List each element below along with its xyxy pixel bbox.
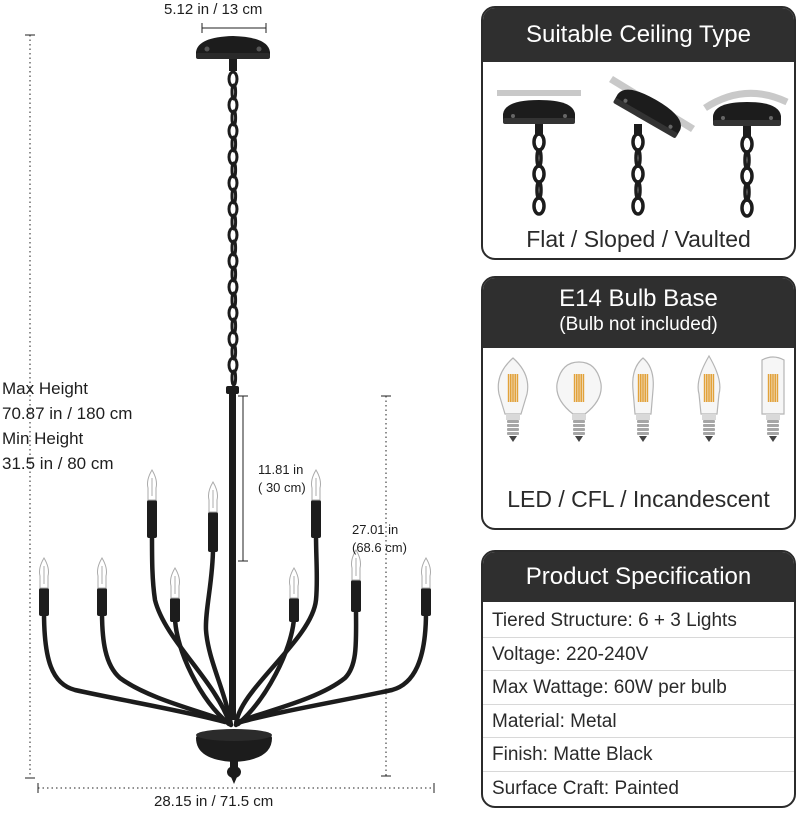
spec-row-structure: Tiered Structure: 6 + 3 Lights <box>483 604 794 638</box>
chain-link <box>230 369 238 387</box>
min-height-value: 31.5 in / 80 cm <box>2 454 114 473</box>
ceiling-type-illustrations <box>497 76 789 218</box>
ceiling-types-caption: Flat / Sloped / Vaulted <box>526 226 751 252</box>
chain-link <box>532 164 546 184</box>
chain-link <box>631 132 645 152</box>
spec-row-surface-craft: Surface Craft: Painted <box>492 777 679 799</box>
flat-ceiling-icon <box>497 90 581 216</box>
min-height-label: Min Height <box>2 429 84 448</box>
tier-height-metric: (68.6 cm) <box>352 540 407 555</box>
candle-sleeve <box>170 598 180 622</box>
candle-sleeve <box>289 598 299 622</box>
spec-row-finish: Finish: Matte Black <box>483 738 794 772</box>
bulb-candle-icon <box>632 357 654 442</box>
chain-link <box>634 148 642 168</box>
bulb-globe-icon <box>556 361 602 442</box>
candle-sleeve <box>421 588 431 616</box>
bulb-panel-title: E14 Bulb Base <box>559 285 718 312</box>
tier-height-imperial: 27.01 in <box>352 522 399 537</box>
bulb-type-illustrations <box>497 354 785 442</box>
ceiling-canopy <box>196 36 270 71</box>
bulb-flame-icon <box>697 354 721 442</box>
spec-list: Tiered Structure: 6 + 3 Lights Voltage: … <box>483 604 794 805</box>
candle-sleeve <box>97 588 107 616</box>
chain-link <box>743 150 751 170</box>
top-width-label: 5.12 in / 13 cm <box>164 1 263 18</box>
chandelier-illustration <box>25 23 435 793</box>
tier-height-label: 27.01 in (68.6 cm) <box>352 521 407 557</box>
dimension-lines <box>25 23 435 793</box>
sloped-ceiling-icon <box>609 76 695 216</box>
candle-sleeve <box>311 500 321 538</box>
chain-link <box>740 166 754 186</box>
max-height-value: 70.87 in / 180 cm <box>2 404 133 423</box>
chain-link <box>631 196 645 216</box>
arm-length-metric: ( 30 cm) <box>258 480 306 495</box>
chain-link <box>535 148 543 168</box>
chain-link <box>532 196 546 216</box>
bulb-cand-wide-icon <box>497 357 529 442</box>
spec-panel-title: Product Specification <box>483 552 794 602</box>
candle-sleeve <box>351 580 361 612</box>
arm-length-imperial: 11.81 in <box>258 462 304 477</box>
chain-link <box>631 164 645 184</box>
bottom-bowl <box>196 729 272 784</box>
chain-link <box>532 132 546 152</box>
bottom-width-label: 28.15 in / 71.5 cm <box>154 793 274 810</box>
ceiling-type-panel: Suitable Ceiling Type <box>481 6 796 260</box>
ceiling-panel-title: Suitable Ceiling Type <box>483 8 794 62</box>
chain-link <box>535 180 543 200</box>
chain-link <box>634 180 642 200</box>
bulb-panel-subtitle: (Bulb not included) <box>559 314 718 335</box>
spec-row-material: Material: Metal <box>483 705 794 738</box>
bulb-types-caption: LED / CFL / Incandescent <box>507 486 770 512</box>
chain-link <box>740 134 754 154</box>
candle-sleeve <box>208 512 218 552</box>
down-rod <box>229 390 236 720</box>
height-labels: Max Height 70.87 in / 180 cm Min Height … <box>2 376 132 476</box>
spec-row-wattage: Max Wattage: 60W per bulb <box>483 671 794 705</box>
candle-sockets <box>39 469 431 622</box>
chain-link <box>743 182 751 202</box>
candle-sleeve <box>147 500 157 538</box>
max-height-label: Max Height <box>2 379 88 398</box>
bulb-panel-header: E14 Bulb Base (Bulb not included) <box>483 278 794 348</box>
arm-length-label: 11.81 in ( 30 cm) <box>258 461 306 497</box>
bulb-base-panel: E14 Bulb Base (Bulb not included) LED / … <box>481 276 796 530</box>
vaulted-ceiling-icon <box>703 89 789 218</box>
bulb-tube-icon <box>761 356 785 442</box>
spec-row-voltage: Voltage: 220-240V <box>483 638 794 671</box>
chain-link <box>740 198 754 218</box>
product-specification-panel: Product Specification Tiered Structure: … <box>481 550 796 808</box>
chandelier-arms <box>41 531 429 728</box>
hanging-chain <box>227 70 239 387</box>
candle-sleeve <box>39 588 49 616</box>
